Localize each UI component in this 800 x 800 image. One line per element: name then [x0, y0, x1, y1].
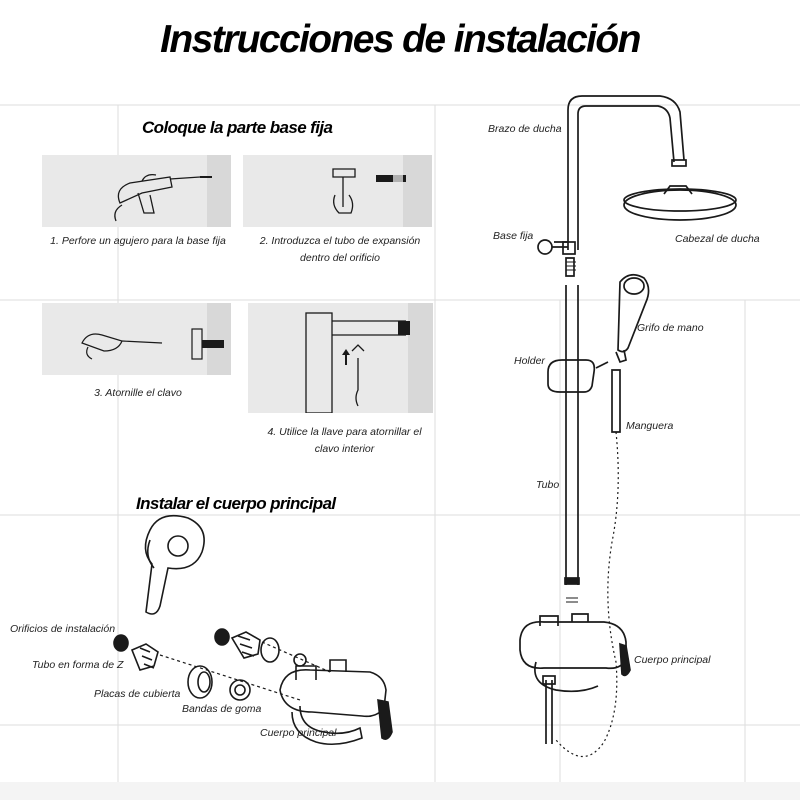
- label-pipe: Tubo: [536, 479, 560, 491]
- step-1-panel: [42, 155, 231, 227]
- label-shower-arm: Brazo de ducha: [488, 123, 562, 135]
- screwdriver-illustration: [81, 303, 231, 375]
- label-rubber-bands: Bandas de goma: [182, 703, 262, 715]
- label-fixed-base: Base fija: [493, 230, 534, 242]
- label-z-pipe: Tubo en forma de Z: [32, 659, 124, 671]
- step-1-caption: 1. Perfore un agujero para la base fija: [50, 235, 226, 247]
- label-holder: Holder: [514, 355, 545, 367]
- label-main-body-left: Cuerpo principal: [260, 727, 337, 739]
- label-install-holes: Orificios de instalación: [10, 623, 116, 635]
- section-title-fixed-base: Coloque la parte base fija: [142, 118, 333, 137]
- step-2-caption: 2. Introduzca el tubo de expansión dentr…: [259, 235, 421, 264]
- label-main-body-right: Cuerpo principal: [634, 654, 711, 666]
- section-title-main-body: Instalar el cuerpo principal: [136, 494, 336, 513]
- step-3-panel: [42, 303, 231, 375]
- step-3-caption: 3. Atornille el clavo: [94, 387, 182, 399]
- label-cover-plates: Placas de cubierta: [94, 688, 181, 700]
- step-2-panel: [243, 155, 432, 227]
- step-4-caption: 4. Utilice la llave para atornillar el c…: [267, 426, 422, 455]
- hammer-illustration: [332, 155, 432, 227]
- label-hand-shower: Grifo de mano: [637, 322, 704, 334]
- label-shower-head: Cabezal de ducha: [675, 233, 760, 245]
- step-4-panel: [248, 303, 433, 413]
- wrench-illustration: [305, 303, 433, 413]
- label-hose: Manguera: [626, 420, 674, 432]
- drill-illustration: [114, 155, 231, 227]
- page-title: Instrucciones de instalación: [160, 18, 641, 61]
